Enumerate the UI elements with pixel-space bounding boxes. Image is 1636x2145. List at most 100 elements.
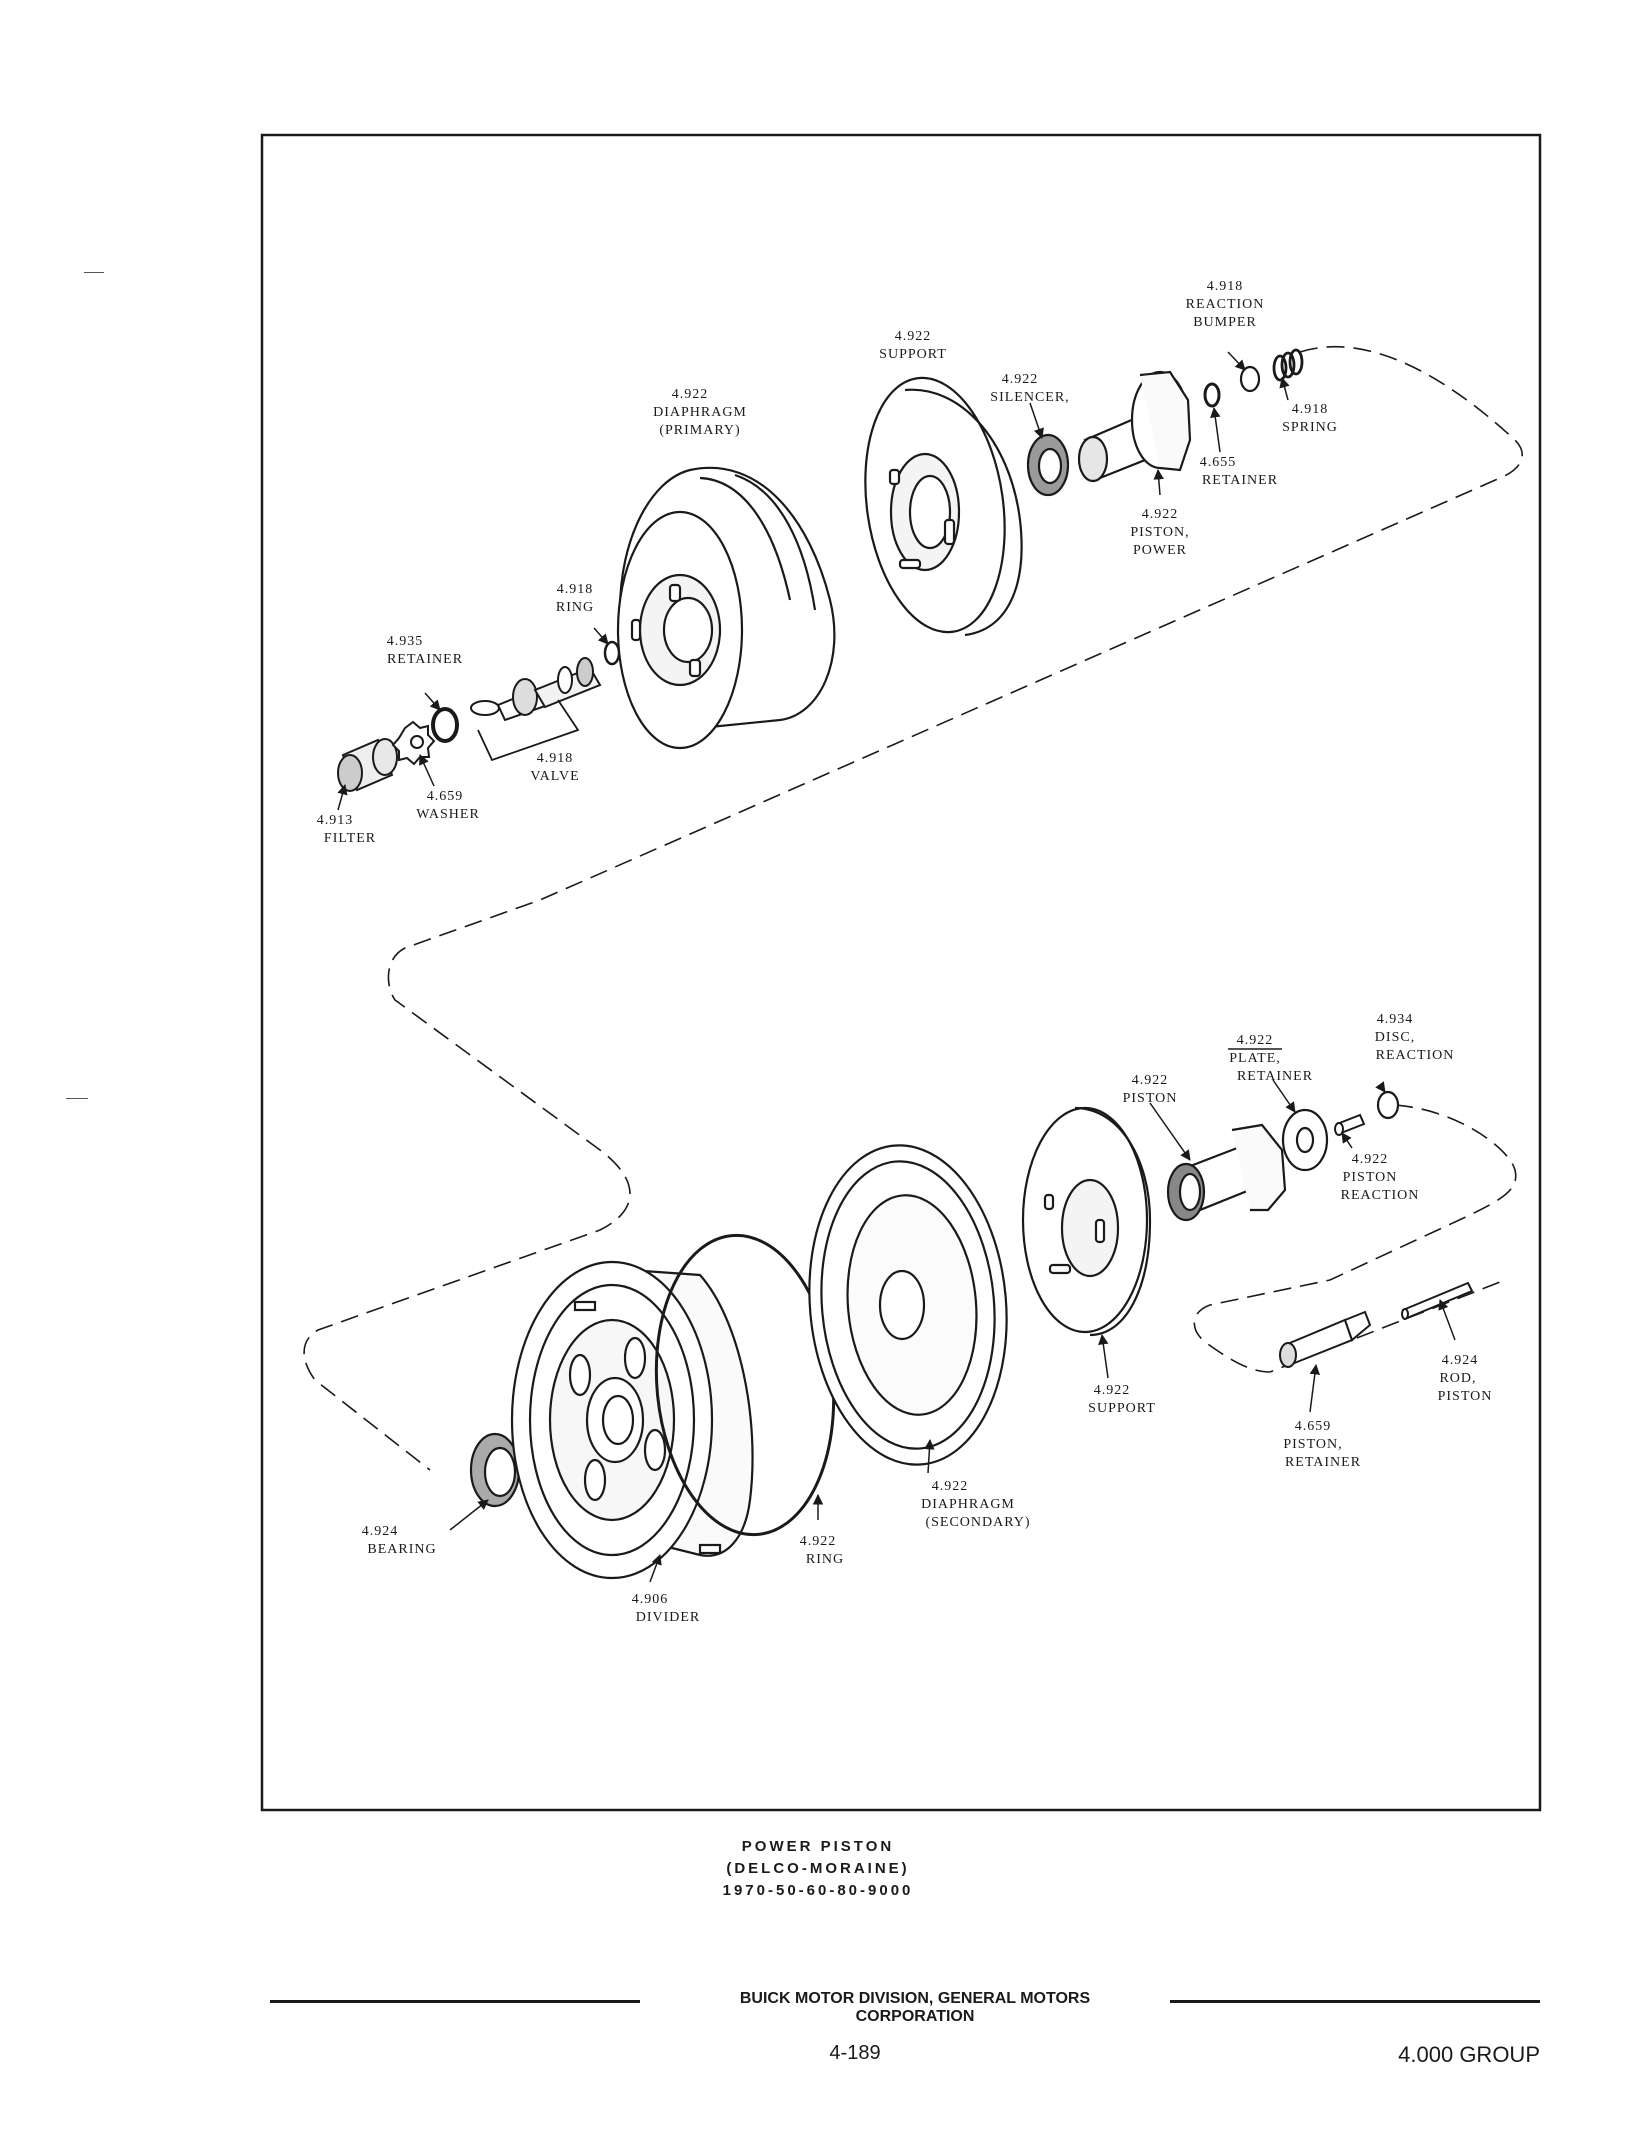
label-disc-reaction-line2: REACTION xyxy=(1376,1048,1455,1063)
svg-text:(PRIMARY): (PRIMARY) xyxy=(659,423,740,438)
label-rod-piston-line1: ROD, xyxy=(1439,1371,1476,1386)
label-diaphragm-primary-line2: (PRIMARY) xyxy=(659,423,740,438)
svg-text:4.918: 4.918 xyxy=(557,582,594,597)
svg-text:DIAPHRAGM: DIAPHRAGM xyxy=(921,1497,1015,1512)
caption-title: POWER PISTON xyxy=(741,1838,895,1855)
label-support-top-code: 4.922 xyxy=(895,329,932,344)
svg-text:4.922: 4.922 xyxy=(1142,507,1179,522)
page-number: 4-189 xyxy=(829,2042,881,2064)
label-reaction-bumper-line1: REACTION xyxy=(1186,297,1265,312)
piston-reaction-part xyxy=(1334,1113,1366,1136)
svg-text:BUMPER: BUMPER xyxy=(1193,315,1257,330)
caption-subtitle: (DELCO-MORAINE) xyxy=(726,1860,910,1877)
label-filter-line1: FILTER xyxy=(324,831,376,846)
label-piston-retainer-code: 4.659 xyxy=(1295,1419,1332,1434)
diagram-frame xyxy=(260,133,1542,1812)
plate-retainer-part xyxy=(1281,1108,1329,1172)
label-disc-reaction-code: 4.934 xyxy=(1377,1012,1414,1027)
svg-text:REACTION: REACTION xyxy=(1186,297,1265,312)
piston-retainer-part xyxy=(1279,1310,1372,1368)
diaphragm-secondary-part xyxy=(808,1144,1008,1466)
valve-part xyxy=(470,657,602,722)
svg-text:RETAINER: RETAINER xyxy=(1237,1069,1313,1084)
label-piston-power-line2: POWER xyxy=(1133,543,1187,558)
svg-text:DISC,: DISC, xyxy=(1375,1030,1415,1045)
label-rod-piston-code: 4.924 xyxy=(1442,1353,1479,1368)
svg-text:PISTON,: PISTON, xyxy=(1283,1437,1342,1452)
label-reaction-bumper-code: 4.918 xyxy=(1207,279,1244,294)
scan-mark xyxy=(84,272,104,273)
label-retainer-935-line1: RETAINER xyxy=(387,652,463,667)
label-piston-reaction-line2: REACTION xyxy=(1341,1188,1420,1203)
ring-918-part xyxy=(603,640,621,666)
scan-mark xyxy=(66,1098,88,1099)
retainer-935-part xyxy=(431,707,459,743)
label-retainer-655-code: 4.655 xyxy=(1200,455,1237,470)
label-spring-code: 4.918 xyxy=(1292,402,1329,417)
label-support-bottom-code: 4.922 xyxy=(1094,1383,1131,1398)
svg-text:POWER: POWER xyxy=(1133,543,1187,558)
label-piston-reaction-line1: PISTON xyxy=(1343,1170,1398,1185)
reaction-bumper-part xyxy=(1239,365,1261,393)
svg-text:SILENCER,: SILENCER, xyxy=(990,390,1069,405)
svg-text:4.906: 4.906 xyxy=(632,1592,669,1607)
label-piston-retainer-line2: RETAINER xyxy=(1285,1455,1361,1470)
valve-bracket xyxy=(477,699,580,762)
svg-text:4.935: 4.935 xyxy=(387,634,424,649)
label-support-bottom-line1: SUPPORT xyxy=(1088,1401,1156,1416)
svg-text:WASHER: WASHER xyxy=(416,807,480,822)
silencer-part xyxy=(1026,433,1070,497)
svg-text:4.913: 4.913 xyxy=(317,813,354,828)
label-silencer-line1: SILENCER, xyxy=(990,390,1069,405)
label-washer-line1: WASHER xyxy=(416,807,480,822)
svg-text:REACTION: REACTION xyxy=(1376,1048,1455,1063)
label-retainer-935-code: 4.935 xyxy=(387,634,424,649)
svg-text:PISTON: PISTON xyxy=(1123,1091,1178,1106)
label-silencer-code: 4.922 xyxy=(1002,372,1039,387)
svg-text:4.659: 4.659 xyxy=(427,789,464,804)
svg-text:SUPPORT: SUPPORT xyxy=(1088,1401,1156,1416)
label-divider-code: 4.906 xyxy=(632,1592,669,1607)
svg-text:FILTER: FILTER xyxy=(324,831,376,846)
svg-text:RING: RING xyxy=(556,600,594,615)
caption-models: 1970-50-60-80-9000 xyxy=(722,1882,914,1899)
svg-text:4.924: 4.924 xyxy=(1442,1353,1479,1368)
svg-text:4.918: 4.918 xyxy=(1292,402,1329,417)
svg-text:REACTION: REACTION xyxy=(1341,1188,1420,1203)
svg-text:4.918: 4.918 xyxy=(1207,279,1244,294)
piston-power-part xyxy=(1077,370,1192,483)
label-divider-line1: DIVIDER xyxy=(636,1610,701,1625)
label-plate-retainer-code: 4.922 xyxy=(1237,1033,1274,1048)
label-piston-power-line1: PISTON, xyxy=(1130,525,1189,540)
label-piston-922-line1: PISTON xyxy=(1123,1091,1178,1106)
label-diaphragm-secondary-code: 4.922 xyxy=(932,1479,969,1494)
label-piston-922-code: 4.922 xyxy=(1132,1073,1169,1088)
svg-text:4.922: 4.922 xyxy=(1237,1033,1274,1048)
svg-text:BEARING: BEARING xyxy=(367,1542,436,1557)
label-piston-reaction-code: 4.922 xyxy=(1352,1152,1389,1167)
label-valve-line1: VALVE xyxy=(530,769,579,784)
label-disc-reaction-line1: DISC, xyxy=(1375,1030,1415,1045)
label-diaphragm-secondary-line2: (SECONDARY) xyxy=(925,1515,1030,1530)
label-filter-code: 4.913 xyxy=(317,813,354,828)
label-retainer-655-line1: RETAINER xyxy=(1202,473,1278,488)
svg-text:4.922: 4.922 xyxy=(895,329,932,344)
svg-text:4.659: 4.659 xyxy=(1295,1419,1332,1434)
spring-part xyxy=(1272,348,1304,382)
svg-text:4.922: 4.922 xyxy=(1352,1152,1389,1167)
svg-text:PISTON,: PISTON, xyxy=(1130,525,1189,540)
svg-text:4.924: 4.924 xyxy=(362,1524,399,1539)
label-washer-code: 4.659 xyxy=(427,789,464,804)
svg-text:DIAPHRAGM: DIAPHRAGM xyxy=(653,405,747,420)
svg-text:SPRING: SPRING xyxy=(1282,420,1338,435)
divider-part xyxy=(510,1260,754,1580)
label-diaphragm-secondary-line1: DIAPHRAGM xyxy=(921,1497,1015,1512)
svg-text:4.918: 4.918 xyxy=(537,751,574,766)
label-rod-piston-line2: PISTON xyxy=(1438,1389,1493,1404)
label-support-top-line1: SUPPORT xyxy=(879,347,947,362)
label-ring-918-line1: RING xyxy=(556,600,594,615)
svg-text:4.922: 4.922 xyxy=(1002,372,1039,387)
footer-group: 4.000 GROUP xyxy=(1398,2042,1540,2067)
label-bearing-code: 4.924 xyxy=(362,1524,399,1539)
label-plate-retainer-line2: RETAINER xyxy=(1237,1069,1313,1084)
